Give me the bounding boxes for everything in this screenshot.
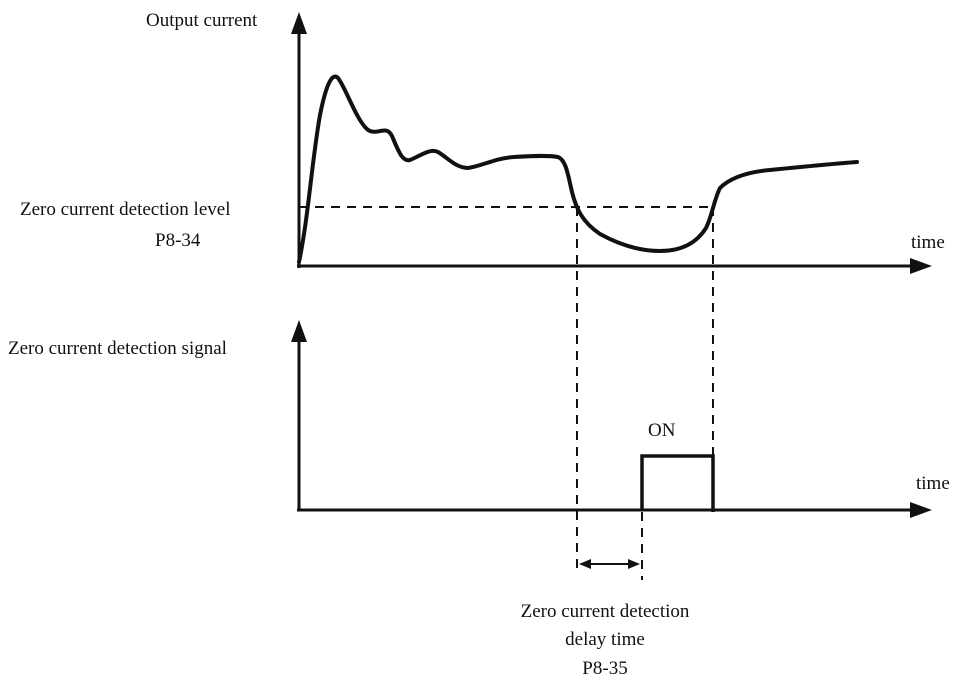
- detection-signal-time-axis-arrow: [910, 502, 932, 518]
- output-current-curve: [297, 74, 859, 264]
- output-current-y-axis-arrow: [291, 12, 307, 34]
- delay-time-arrow-right-head: [628, 559, 640, 569]
- zero-current-detection-level-parameter: P8-34: [155, 230, 201, 251]
- output-current-axis-label: Output current: [146, 10, 258, 31]
- output-current-graph: Output current time Zero current detecti…: [20, 10, 945, 274]
- bottom-time-axis-label: time: [916, 473, 950, 494]
- on-pulse: [640, 454, 715, 512]
- delay-time-arrow-left-head: [579, 559, 591, 569]
- on-pulse-label: ON: [648, 420, 676, 441]
- delay-time-label-line1: Zero current detection: [521, 601, 690, 622]
- top-time-axis-label: time: [911, 232, 945, 253]
- detection-signal-y-axis-arrow: [291, 320, 307, 342]
- delay-time-parameter: P8-35: [582, 658, 627, 679]
- delay-time-dimension: [579, 559, 640, 569]
- detection-signal-axis-label: Zero current detection signal: [8, 338, 227, 359]
- detection-signal-graph: Zero current detection signal time ON: [8, 320, 950, 518]
- zero-current-detection-level-label: Zero current detection level: [20, 199, 230, 220]
- delay-time-label-line2: delay time: [565, 629, 645, 650]
- output-current-time-axis-arrow: [910, 258, 932, 274]
